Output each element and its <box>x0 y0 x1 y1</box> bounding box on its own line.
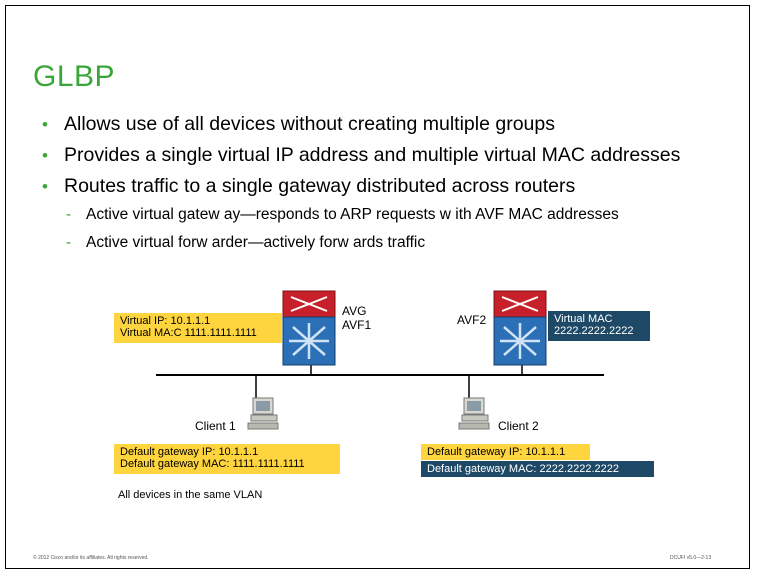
footer-copyright: © 2012 Cisco and/or its affiliates. All … <box>33 555 149 561</box>
sub-bullet-text: Active virtual forw arder—actively forw … <box>86 234 426 251</box>
client2-label: Client 2 <box>498 419 539 433</box>
router2-role-label: AVF2 <box>457 313 487 327</box>
client1-gateway-callout: Default gateway IP: 10.1.1.1 Default gat… <box>114 444 340 474</box>
sub-bullet-item: -Active virtual forw arder—actively forw… <box>42 234 742 262</box>
client1-gateway-ip: Default gateway IP: 10.1.1.1 <box>120 446 259 458</box>
router2-virtual-mac-callout: Virtual MAC 2222.2222.2222 <box>548 311 650 341</box>
vlan-note: All devices in the same VLAN <box>118 489 263 501</box>
router1-virtual-mac: Virtual MA:C 1111.1111.1111 <box>120 327 257 339</box>
bullet-item: • Provides a single virtual IP address an… <box>42 144 742 175</box>
client1-pc-icon <box>247 397 279 430</box>
sub-bullet-dash-icon: - <box>66 234 72 251</box>
router1-role-label: AVG AVF1 <box>342 304 371 332</box>
client2-gateway-mac-callout: Default gateway MAC: 2222.2222.2222 <box>421 461 654 477</box>
bullet-dot-icon: • <box>42 115 48 134</box>
router1-virtual-callout: Virtual IP: 10.1.1.1 Virtual MA:C 1111.1… <box>114 313 282 343</box>
router-avf2-icon <box>493 290 547 366</box>
slide: GLBP • Allows use of all devices without … <box>5 5 750 569</box>
router-avg-icon <box>282 290 336 366</box>
client2-pc-icon <box>458 397 490 430</box>
bullet-item: • Allows use of all devices without creat… <box>42 113 742 144</box>
router1-role-avg: AVG <box>342 304 367 318</box>
bullet-text: Routes traffic to a single gateway distr… <box>64 175 576 197</box>
bullet-dot-icon: • <box>42 177 48 196</box>
bullet-text: Provides a single virtual IP address and… <box>64 144 681 166</box>
bullet-text: Allows use of all devices without creati… <box>64 113 555 135</box>
sub-bullet-dash-icon: - <box>66 206 72 223</box>
client1-label: Client 1 <box>195 419 236 433</box>
bullet-item: • Routes traffic to a single gateway dist… <box>42 175 742 206</box>
bullet-list: • Allows use of all devices without creat… <box>42 113 742 262</box>
sub-bullet-text: Active virtual gatew ay—responds to ARP … <box>86 206 619 223</box>
router1-role-avf1: AVF1 <box>342 318 372 332</box>
network-diagram: Virtual IP: 10.1.1.1 Virtual MA:C 1111.1… <box>6 286 749 516</box>
footer-course-id: DCUFI v5.0—2-13 <box>670 555 712 561</box>
topology-drawing <box>156 290 604 430</box>
router2-virtual-mac-value: 2222.2222.2222 <box>554 325 634 337</box>
router1-virtual-ip: Virtual IP: 10.1.1.1 <box>120 315 211 327</box>
client2-gateway-ip-callout: Default gateway IP: 10.1.1.1 <box>421 444 590 460</box>
router2-virtual-mac-title: Virtual MAC <box>554 313 613 325</box>
slide-title: GLBP <box>33 60 116 93</box>
bullet-dot-icon: • <box>42 146 48 165</box>
client1-gateway-mac: Default gateway MAC: 1111.1111.1111 <box>120 458 305 470</box>
sub-bullet-item: -Active virtual gatew ay—responds to ARP… <box>42 206 742 234</box>
